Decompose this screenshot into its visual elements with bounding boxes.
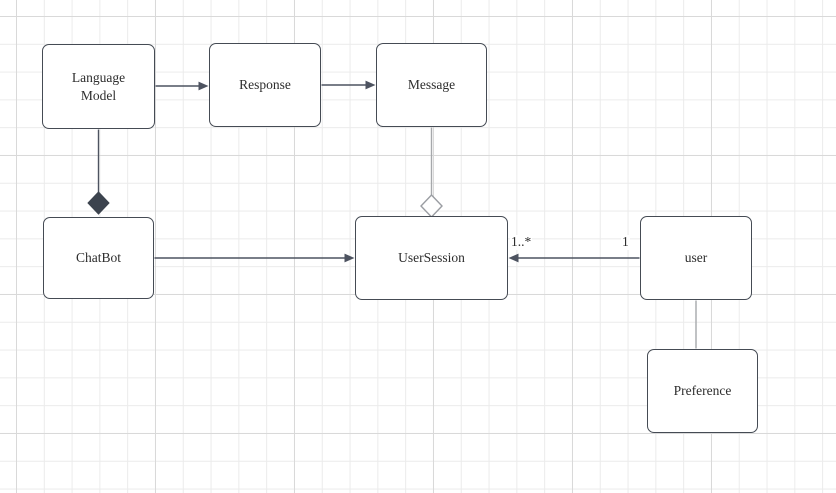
node-label: Preference <box>673 383 732 399</box>
edge-languagemodel-response[interactable] <box>155 81 209 91</box>
node-language-model[interactable]: Language Model <box>42 44 155 129</box>
node-message[interactable]: Message <box>376 43 487 127</box>
node-label: ChatBot <box>75 250 121 266</box>
node-response[interactable]: Response <box>209 43 321 127</box>
edge-response-message[interactable] <box>321 80 376 90</box>
node-label: Language Model <box>71 69 126 103</box>
edge-composition-languagemodel-chatbot[interactable] <box>87 129 110 215</box>
edge-aggregation-message-usersession[interactable] <box>420 127 443 219</box>
node-label: Response <box>239 77 291 93</box>
node-usersession[interactable]: UserSession <box>355 216 508 300</box>
node-label: user <box>684 250 708 266</box>
edge-user-usersession[interactable] <box>508 253 640 263</box>
edge-chatbot-usersession[interactable] <box>154 253 355 263</box>
node-label: Message <box>407 77 456 93</box>
multiplicity-label-one[interactable]: 1 <box>621 234 630 250</box>
node-label: UserSession <box>398 250 465 266</box>
multiplicity-label-one-to-many[interactable]: 1..* <box>510 234 533 250</box>
node-preference[interactable]: Preference <box>647 349 758 433</box>
node-chatbot[interactable]: ChatBot <box>43 217 154 299</box>
node-user[interactable]: user <box>640 216 752 300</box>
